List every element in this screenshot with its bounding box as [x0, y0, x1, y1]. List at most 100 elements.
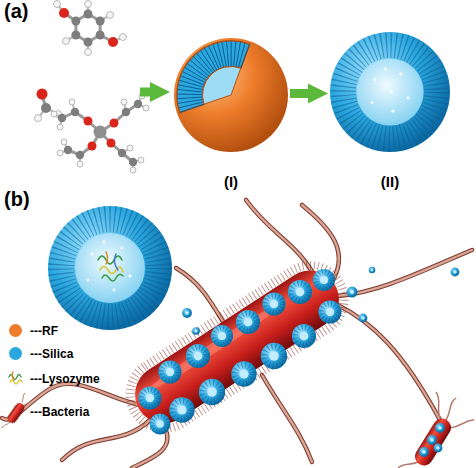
resorcinol-molecule	[96, 17, 105, 26]
teos-molecule	[110, 119, 119, 128]
silica-nanoparticles	[231, 361, 256, 386]
loaded-silica-sphere	[91, 253, 94, 256]
teos-molecule	[51, 93, 149, 173]
bacteria-icon	[2, 422, 10, 428]
bacterium-flagella	[2, 200, 472, 468]
bacteria-icon	[2, 393, 32, 428]
resorcinol-molecule	[85, 1, 92, 8]
resorcinol-molecule	[84, 38, 93, 47]
formaldehyde-molecule	[41, 103, 51, 113]
bacteria-icon	[6, 401, 26, 424]
silica-nanoparticles	[211, 325, 233, 347]
silica-nanoparticles	[318, 300, 341, 323]
panel-label: (a)	[4, 0, 28, 23]
teos-molecule	[58, 100, 142, 166]
legend-swatch	[9, 347, 22, 360]
silica-nanoparticles	[236, 310, 260, 334]
node-label: (II)	[328, 173, 452, 190]
bacterium-flagella	[338, 250, 472, 296]
teos-molecule	[62, 104, 138, 162]
small-bacterium	[398, 462, 418, 468]
legend-text: ---Lysozyme	[30, 370, 100, 388]
bacterium	[117, 253, 357, 442]
formaldehyde-molecule	[35, 89, 62, 122]
small-bacterium	[398, 392, 474, 468]
rf-coated-sphere	[172, 35, 290, 190]
loaded-silica-sphere	[98, 256, 122, 264]
lysozyme-icon	[9, 375, 21, 380]
bacterium-flagella	[176, 268, 228, 330]
silica-nanoparticles	[313, 269, 335, 291]
small-bacterium	[419, 447, 429, 457]
lysozyme-icon	[10, 380, 22, 384]
resorcinol-molecule	[54, 1, 127, 56]
teos-molecule	[138, 157, 144, 163]
teos-molecule	[121, 99, 127, 105]
loaded-silica-sphere	[48, 206, 172, 330]
bacterium-flagella	[2, 200, 472, 468]
silica-nanoparticles	[261, 343, 287, 369]
silica-nanoparticles	[369, 267, 376, 274]
bacteria-icon	[6, 401, 26, 424]
bacterium-flagella	[2, 200, 472, 468]
resorcinol-molecule	[120, 34, 127, 41]
small-bacterium	[427, 435, 437, 445]
resorcinol-molecule	[71, 17, 80, 26]
teos-molecule	[77, 161, 83, 167]
bacterium-flagella	[336, 304, 440, 420]
loaded-silica-sphere	[75, 233, 145, 303]
teos-molecule	[64, 146, 72, 154]
legend-text: ---Bacteria	[30, 403, 89, 421]
teos-molecule	[107, 139, 116, 148]
teos-molecule	[84, 117, 93, 126]
resorcinol-molecule	[84, 10, 93, 19]
teos-molecule	[51, 93, 149, 173]
teos-molecule	[143, 105, 149, 111]
reaction-arrow	[290, 89, 328, 98]
lysozyme-icon	[12, 372, 14, 380]
silica-nanoparticles	[138, 386, 161, 409]
resorcinol-molecule	[59, 8, 69, 18]
small-bacterium	[435, 423, 445, 433]
resorcinol-molecule	[107, 12, 114, 19]
bacterium	[124, 260, 350, 435]
teos-molecule	[129, 158, 137, 166]
formaldehyde-molecule	[37, 89, 48, 100]
lysozyme-icon	[9, 372, 22, 384]
bacteria-icon	[2, 393, 32, 428]
teos-molecule	[51, 111, 57, 117]
silica-nanoparticles	[182, 308, 192, 318]
legend-text: ---RF	[30, 322, 58, 340]
loaded-silica-sphere	[103, 241, 106, 244]
bacterium-flagella	[262, 375, 312, 462]
resorcinol-molecule	[54, 1, 61, 8]
teos-molecule	[88, 142, 97, 151]
loaded-silica-sphere	[87, 241, 132, 292]
silica-nanoparticles	[169, 397, 194, 422]
bacterium-flagella	[62, 420, 150, 460]
resorcinol-molecule	[85, 49, 92, 56]
silica-nanoparticles	[359, 314, 368, 323]
bacterium-flagella	[336, 304, 440, 420]
small-bacterium	[446, 398, 456, 420]
bacterium-flagella	[176, 268, 228, 330]
bacteria-icon	[22, 393, 25, 402]
loaded-silica-sphere	[100, 267, 123, 274]
teos-molecule	[57, 150, 63, 156]
teos-molecule	[134, 100, 142, 108]
loaded-silica-sphere	[98, 252, 123, 281]
silica-nanoparticles	[138, 267, 459, 435]
loaded-silica-sphere	[114, 254, 118, 270]
small-bacterium	[434, 444, 443, 453]
bacteria-icon	[24, 401, 32, 405]
node-label: (I)	[172, 173, 290, 190]
loaded-silica-sphere	[102, 274, 123, 281]
small-bacterium	[412, 415, 455, 468]
teos-molecule	[76, 151, 84, 159]
silica-nanoparticles	[192, 327, 200, 335]
silica-nanoparticles	[199, 379, 225, 405]
bacterium-flagella	[262, 375, 312, 462]
silica-nanoparticles	[292, 324, 316, 348]
